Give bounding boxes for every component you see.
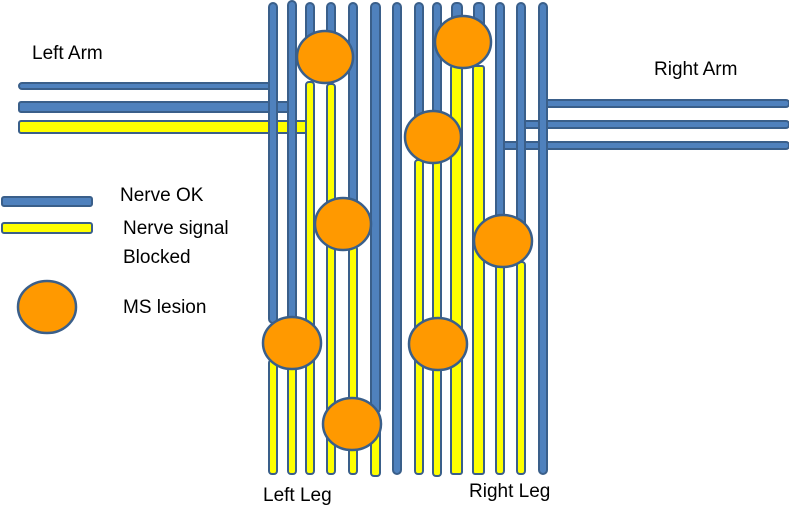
lesion-8 bbox=[407, 316, 469, 372]
right-leg-label: Right Leg bbox=[469, 481, 551, 502]
legend bbox=[1, 196, 93, 335]
nerve-11-blocked bbox=[472, 65, 485, 475]
nerve-8-blocked bbox=[414, 159, 424, 475]
nerve-1-ok bbox=[268, 2, 278, 324]
nerve-4-blocked bbox=[326, 83, 336, 475]
nerve-12-ok bbox=[495, 2, 505, 229]
right-arm-nerve-ok-1 bbox=[540, 99, 789, 108]
legend-lesion-swatch bbox=[16, 279, 78, 335]
nerve-13-blocked bbox=[516, 261, 526, 475]
lesion-7 bbox=[472, 213, 534, 269]
nerve-13-ok bbox=[516, 2, 526, 229]
nerve-5-ok bbox=[348, 2, 358, 214]
ms-lesions bbox=[261, 14, 534, 452]
lesion-6 bbox=[321, 396, 383, 452]
nerve-2-blocked bbox=[287, 359, 297, 475]
left-arm-nerve-blocked bbox=[18, 120, 308, 134]
nerve-3-blocked bbox=[305, 81, 315, 475]
left-arm-nerve-ok-2 bbox=[18, 101, 294, 113]
lesion-4 bbox=[403, 109, 463, 165]
legend-blocked-label-2: Blocked bbox=[123, 247, 191, 268]
nerve-12-blocked bbox=[495, 261, 505, 475]
lesion-2 bbox=[433, 14, 493, 70]
left-leg-label: Left Leg bbox=[263, 485, 332, 506]
legend-blocked-swatch bbox=[1, 222, 93, 234]
left-arm-nerve-ok-1 bbox=[18, 82, 276, 90]
legend-blocked-label-1: Nerve signal bbox=[123, 218, 229, 239]
legend-ok-label: Nerve OK bbox=[120, 185, 204, 206]
spinal-nerves bbox=[268, 0, 548, 477]
nerve-1-blocked bbox=[268, 359, 278, 475]
lesion-1 bbox=[295, 29, 355, 85]
right-arm-nerve-ok-2 bbox=[519, 120, 789, 129]
lesion-3 bbox=[313, 196, 373, 252]
legend-lesion-label: MS lesion bbox=[123, 297, 207, 318]
nerve-2-ok bbox=[287, 0, 297, 324]
right-arm-label: Right Arm bbox=[654, 59, 738, 80]
legend-ok-swatch bbox=[1, 196, 93, 207]
lesion-5 bbox=[261, 315, 323, 371]
left-arm-nerves bbox=[18, 82, 308, 134]
left-arm-label: Left Arm bbox=[32, 43, 103, 64]
nerve-7-ok bbox=[392, 2, 402, 475]
nerve-14-ok bbox=[538, 2, 548, 475]
nerve-8-ok bbox=[414, 2, 424, 124]
nerve-6-ok bbox=[370, 2, 381, 414]
nerve-9-ok bbox=[432, 2, 442, 124]
